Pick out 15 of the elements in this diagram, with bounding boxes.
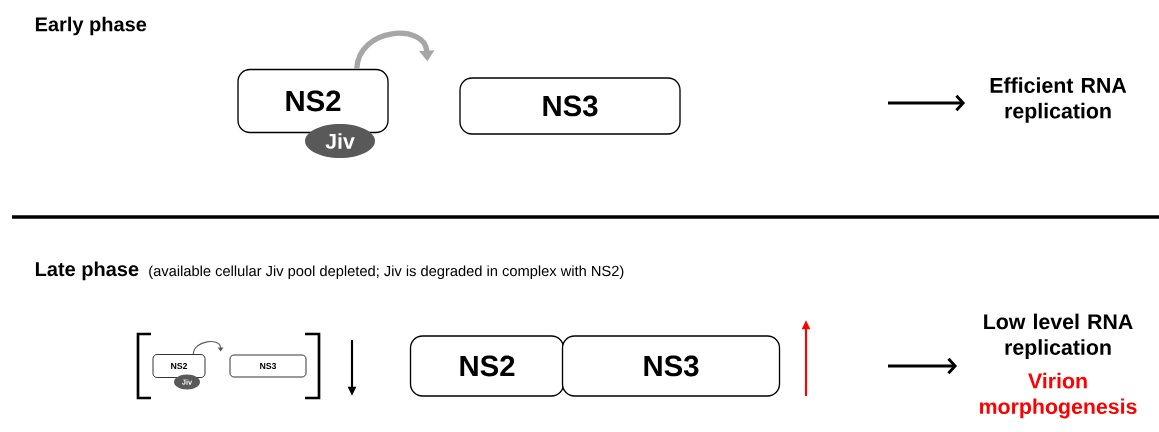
- arrow: [888, 94, 966, 112]
- note-text: (available cellular Jiv pool depleted; Jiv is degraded in complex with NS2): [149, 265, 624, 280]
- protein-box: NS2: [152, 354, 206, 378]
- curved-arrow: [354, 30, 435, 70]
- protein-box: NS3: [229, 354, 307, 378]
- curved-arrow: [192, 341, 223, 355]
- phase-heading: Early phase: [35, 16, 147, 36]
- protein-box: NS2: [237, 68, 389, 134]
- phase-heading: Late phase: [35, 261, 139, 281]
- outcome-text: Low level RNA replication Virion morphogenesis: [980, 313, 1137, 419]
- protein-box: NS3: [459, 77, 681, 135]
- protein-box: NS3: [561, 335, 781, 397]
- arrow: [888, 357, 958, 375]
- outcome-text: Efficient RNA replication: [990, 77, 1127, 123]
- protein-box: NS2: [409, 335, 565, 397]
